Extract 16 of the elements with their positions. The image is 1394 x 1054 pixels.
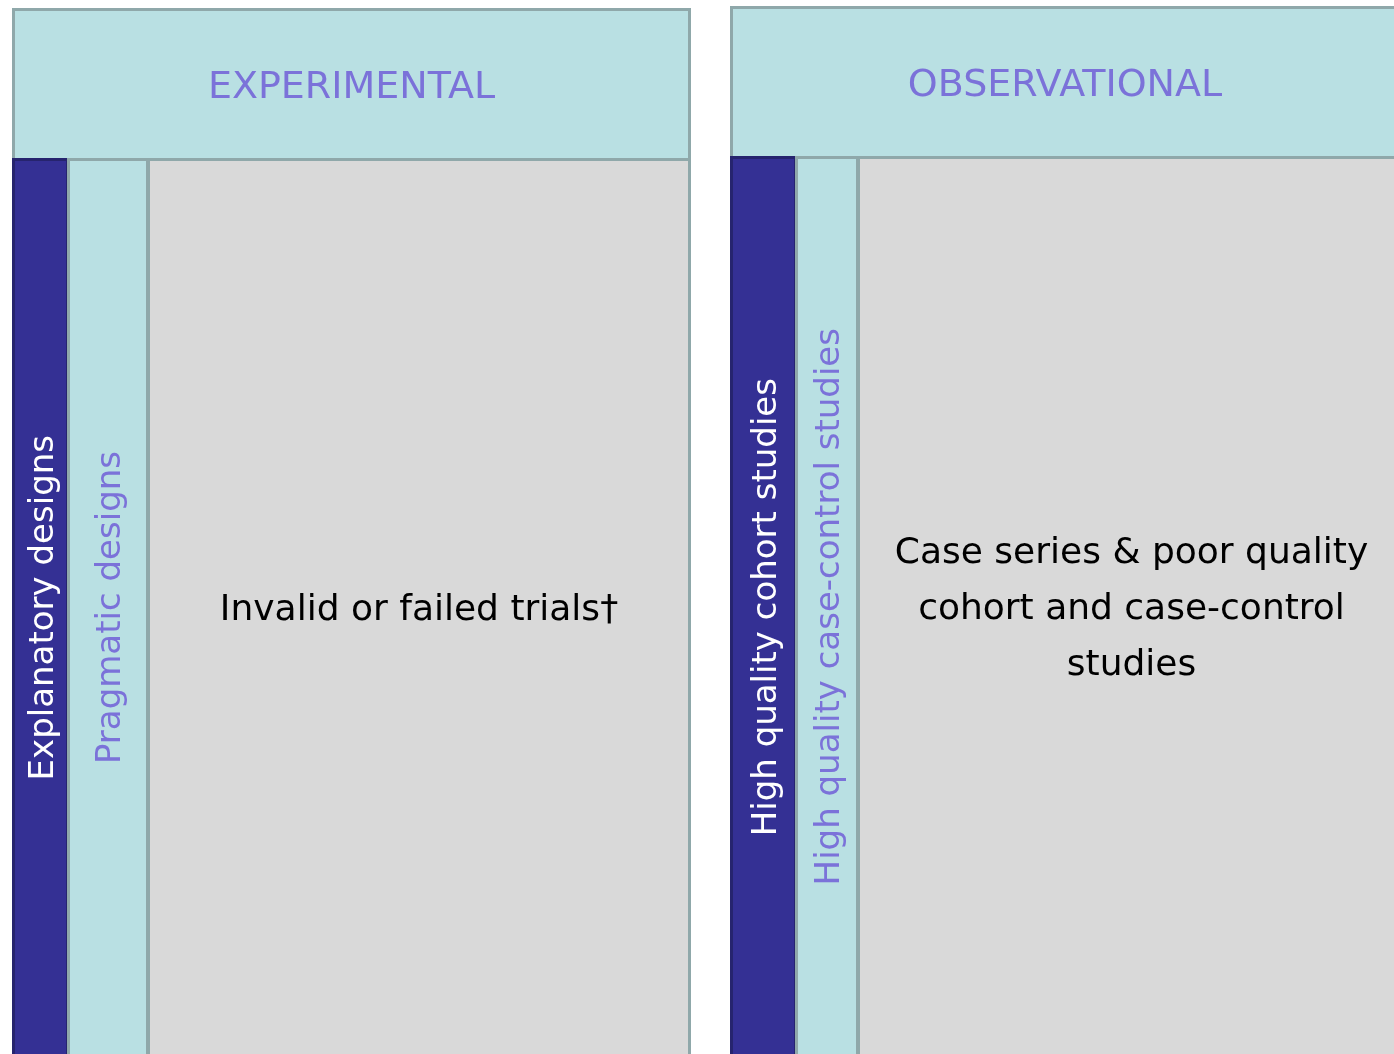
category-label: Case series & poor quality cohort and case-control studies (893, 529, 1370, 685)
category-bar (795, 156, 859, 1054)
category-bar (67, 158, 149, 1054)
category-bar (12, 158, 69, 1054)
category-label: High quality cohort studies (743, 377, 784, 837)
category-bar (730, 156, 797, 1054)
category-label: Invalid or failed trials† (219, 586, 619, 631)
header-band (730, 6, 1394, 159)
category-label: Explanatory designs (20, 435, 61, 781)
column-heading: EXPERIMENTAL (207, 62, 496, 107)
header-band (12, 8, 691, 161)
column-heading: OBSERVATIONAL (907, 60, 1223, 105)
category-panel (147, 158, 691, 1054)
category-panel (857, 156, 1394, 1054)
category-label: High quality case-control studies (807, 328, 847, 886)
category-label: Pragmatic designs (88, 451, 128, 765)
